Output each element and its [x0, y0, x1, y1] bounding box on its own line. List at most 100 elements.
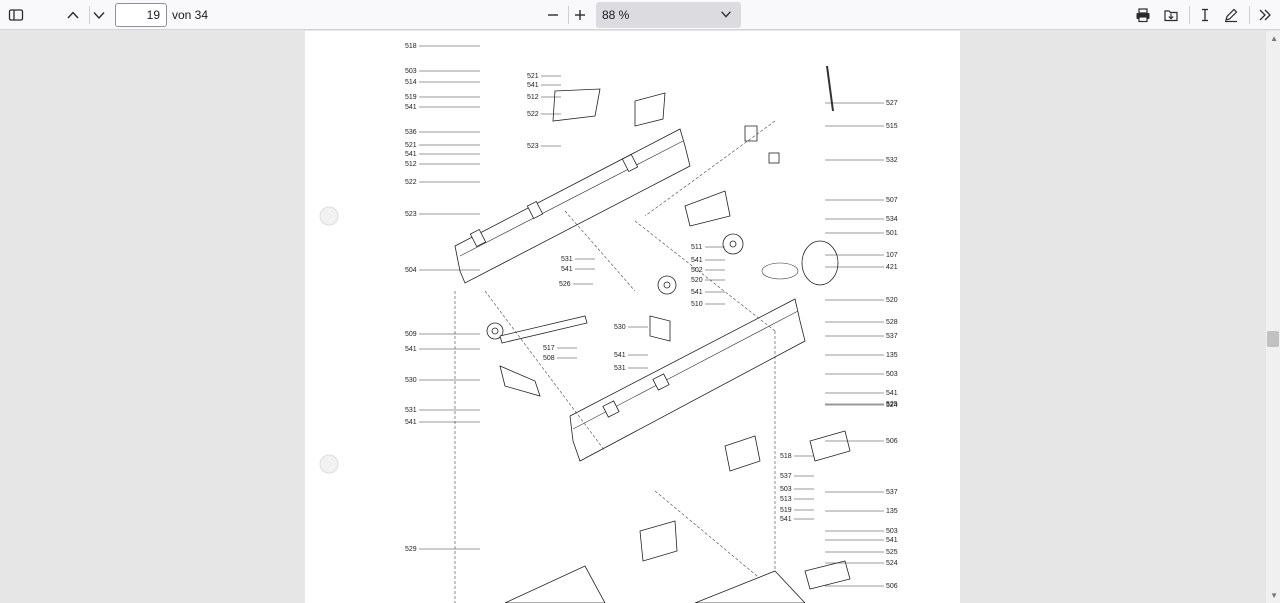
- bracket-part: [649, 315, 671, 342]
- toolbar-separator: [89, 6, 90, 24]
- double-chevron-right-icon: [1259, 9, 1271, 21]
- part-number-label: 523: [527, 143, 539, 150]
- part-number-label: 519: [405, 94, 417, 101]
- bracket-part: [684, 190, 731, 227]
- part-number-label: 512: [527, 94, 539, 101]
- sidebar-toggle-button[interactable]: [2, 3, 30, 27]
- rail-slot: [526, 200, 544, 220]
- scroll-down-icon[interactable]: ▼: [1270, 591, 1278, 600]
- part-number-label: 525: [886, 549, 898, 556]
- part-number-label: 520: [691, 277, 703, 284]
- more-tools-button[interactable]: [1251, 3, 1279, 27]
- part-number-label: 541: [780, 516, 792, 523]
- scroll-up-icon[interactable]: ▲: [1270, 34, 1278, 43]
- bracket-part: [744, 125, 758, 142]
- part-number-label: 541: [691, 289, 703, 296]
- punch-hole: [319, 454, 339, 474]
- part-number-label: 522: [405, 179, 417, 186]
- part-number-label: 501: [886, 230, 898, 237]
- zoom-value: 88 %: [602, 8, 630, 22]
- bracket-part: [552, 88, 601, 122]
- part-number-label: 524: [886, 560, 898, 567]
- part-number-label: 525: [886, 401, 898, 408]
- cover-plate-part: [634, 92, 666, 127]
- part-number-label: 536: [405, 129, 417, 136]
- pdf-toolbar: von 34 88 %: [0, 0, 1280, 30]
- part-number-label: 522: [527, 111, 539, 118]
- part-number-label: 541: [886, 537, 898, 544]
- part-number-label: 135: [886, 352, 898, 359]
- page-number-input[interactable]: [115, 3, 167, 27]
- zoom-out-button[interactable]: [539, 3, 567, 27]
- plus-icon: [575, 10, 585, 20]
- frame-part: [504, 565, 606, 603]
- zoom-select[interactable]: 88 %: [596, 2, 741, 28]
- previous-page-button[interactable]: [59, 3, 87, 27]
- part-number-label: 518: [405, 43, 417, 50]
- part-number-label: 520: [886, 297, 898, 304]
- toolbar-separator: [1189, 6, 1190, 24]
- bracket-part: [724, 435, 761, 472]
- text-tool-button[interactable]: [1191, 3, 1219, 27]
- part-number-label: 541: [527, 82, 539, 89]
- part-number-label: 503: [405, 68, 417, 75]
- part-number-label: 531: [561, 256, 573, 263]
- part-number-label: 509: [405, 331, 417, 338]
- next-page-button[interactable]: [85, 3, 113, 27]
- exploded-parts-diagram: 5185035145195415365215415125225235045095…: [319, 43, 898, 603]
- text-cursor-icon: [1202, 8, 1208, 22]
- part-number-label: 510: [691, 301, 703, 308]
- motor-part: [801, 240, 839, 286]
- scroll-thumb[interactable]: [1267, 331, 1279, 347]
- zoom-in-button[interactable]: [566, 3, 594, 27]
- sidebar-icon: [8, 9, 24, 21]
- part-number-label: 506: [886, 583, 898, 590]
- part-number-label: 537: [886, 333, 898, 340]
- part-number-label: 534: [886, 216, 898, 223]
- foot-part: [809, 430, 851, 462]
- vertical-scrollbar[interactable]: ▲ ▼: [1266, 31, 1280, 603]
- part-number-label: 531: [405, 407, 417, 414]
- draw-tool-button[interactable]: [1217, 3, 1245, 27]
- chevron-up-icon: [67, 11, 79, 19]
- part-number-label: 506: [886, 438, 898, 445]
- part-number-label: 502: [691, 267, 703, 274]
- chevron-down-icon: [93, 12, 105, 20]
- arm-part: [499, 315, 588, 344]
- part-number-label: 521: [405, 142, 417, 149]
- part-number-label: 515: [886, 123, 898, 130]
- lower-rail-part: [569, 298, 806, 462]
- part-number-label: 541: [614, 352, 626, 359]
- rail-slot: [621, 153, 639, 173]
- rail-slot: [602, 400, 620, 418]
- print-button[interactable]: [1129, 3, 1157, 27]
- save-button[interactable]: [1157, 3, 1185, 27]
- part-number-label: 541: [886, 390, 898, 397]
- part-number-label: 507: [886, 197, 898, 204]
- part-number-label: 541: [405, 104, 417, 111]
- part-number-label: 527: [886, 100, 898, 107]
- part-number-label: 529: [405, 546, 417, 553]
- part-number-label: 517: [543, 345, 555, 352]
- part-number-label: 530: [405, 377, 417, 384]
- part-number-label: 541: [405, 419, 417, 426]
- part-number-label: 514: [405, 79, 417, 86]
- part-number-label: 541: [405, 151, 417, 158]
- part-labels-middle: 521 541 512 522 523 531 541 526 511 541 502 520 541 5…: [527, 73, 814, 523]
- rail-slot: [469, 228, 487, 248]
- part-number-label: 503: [780, 486, 792, 493]
- pen-icon: [1225, 8, 1238, 23]
- frame-part: [694, 570, 806, 603]
- part-number-label: 521: [527, 73, 539, 80]
- download-icon: [1164, 10, 1178, 22]
- part-number-label: 511: [691, 244, 702, 251]
- part-number-label: 526: [559, 281, 571, 288]
- part-number-label: 107: [886, 252, 898, 259]
- part-number-label: 523: [405, 211, 417, 218]
- toolbar-separator: [568, 6, 569, 24]
- rail-slot: [652, 373, 670, 391]
- part-number-label: 541: [561, 266, 573, 273]
- part-number-label: 518: [780, 453, 792, 460]
